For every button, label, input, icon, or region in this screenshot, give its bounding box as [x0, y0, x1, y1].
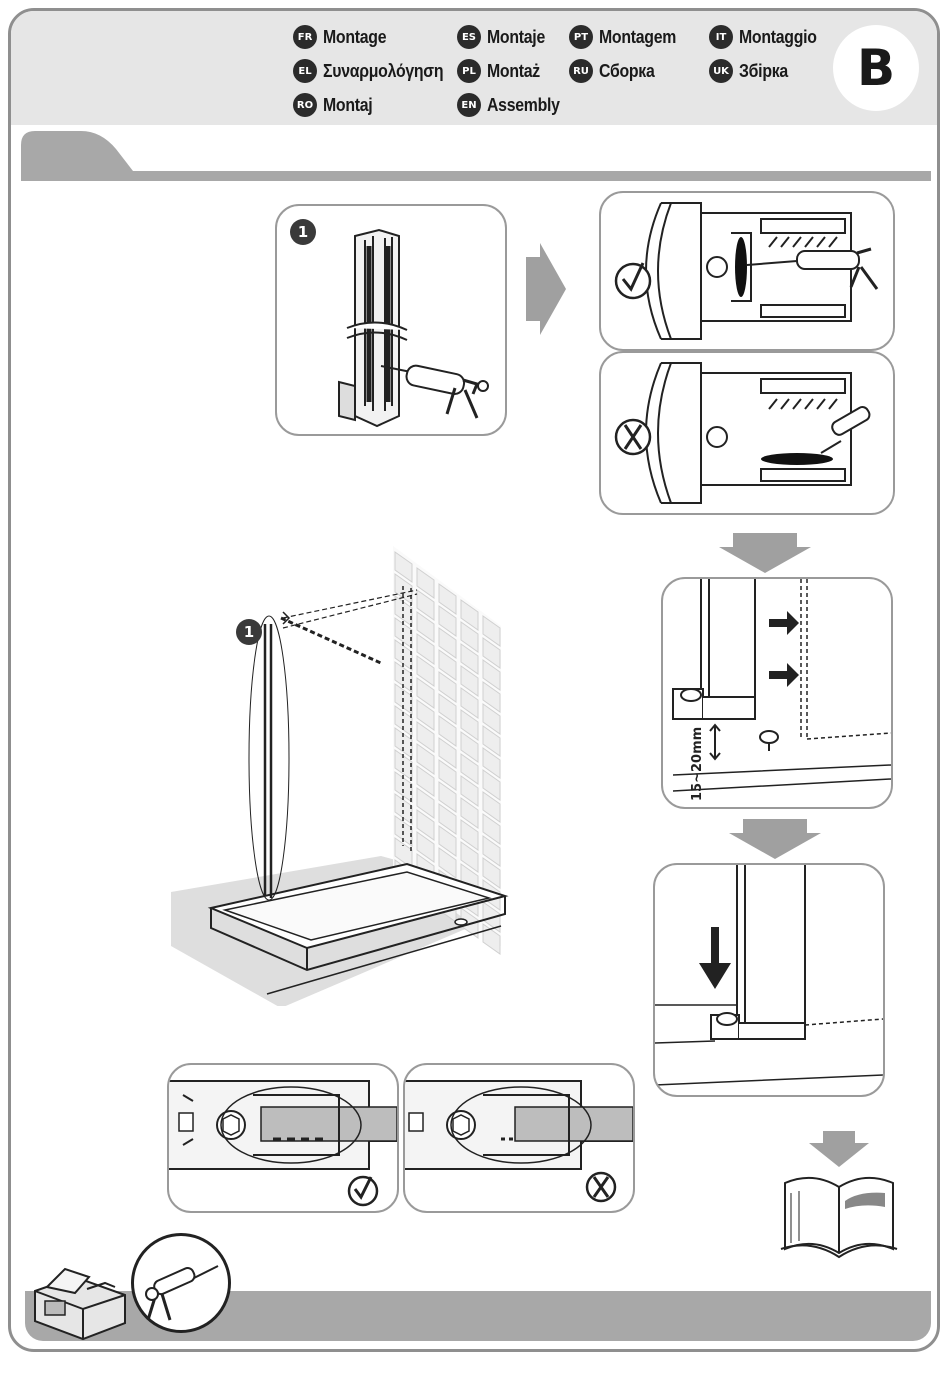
section-tab [21, 131, 931, 191]
section-letter-badge: B [833, 25, 919, 111]
lang-code-badge: PL [457, 59, 481, 83]
wrong-section-panel [599, 351, 895, 515]
lang-label: Montaje [487, 27, 545, 48]
lang-label: Συναρμολόγηση [323, 61, 443, 82]
lang-ro: RO Montaj [293, 92, 379, 118]
lang-pt: PT Montagem [569, 24, 687, 50]
wrong-bottom-panel [403, 1063, 635, 1213]
step1-panel: 1 [275, 204, 507, 436]
lang-code-badge: IT [709, 25, 733, 49]
arrow-down-icon [729, 819, 821, 859]
lang-uk: UK Збірка [709, 58, 795, 84]
wrong-bottom-diagram [405, 1065, 633, 1211]
lang-pl: PL Montaż [457, 58, 547, 84]
toolbox-icon [27, 1257, 133, 1341]
step-number: 1 [298, 223, 308, 241]
lang-code-badge: ES [457, 25, 481, 49]
lang-code-badge: EN [457, 93, 481, 117]
press-down-diagram [655, 865, 883, 1095]
lang-label: Montaż [487, 61, 540, 82]
lang-es: ES Montaje [457, 24, 553, 50]
header-bar: FR Montage ES Montaje PT Montagem IT Mon… [11, 11, 937, 125]
lang-label: Сборка [599, 61, 655, 82]
correct-section-diagram [601, 193, 893, 349]
lang-en: EN Assembly [457, 92, 570, 118]
lang-el: EL Συναρμολόγηση [293, 58, 460, 84]
page-frame: FR Montage ES Montaje PT Montagem IT Mon… [8, 8, 940, 1352]
check-icon [616, 264, 650, 298]
caulking-gun-icon [134, 1236, 228, 1330]
correct-section-panel [599, 191, 895, 351]
shower-overview-illustration: 1 [171, 546, 511, 1006]
arrow-down-icon [719, 533, 811, 573]
lang-fr: FR Montage [293, 24, 395, 50]
lang-label: Assembly [487, 95, 560, 116]
lang-ru: RU Сборка [569, 58, 662, 84]
wrong-section-diagram [601, 353, 893, 513]
correct-bottom-diagram [169, 1065, 397, 1211]
gap-panel: 15~20mm [661, 577, 893, 809]
profile-caulk-illustration: 1 [277, 206, 505, 434]
lang-label: Montaj [323, 95, 372, 116]
gap-diagram: 15~20mm [663, 579, 891, 807]
lang-label: Montagem [599, 27, 676, 48]
lang-code-badge: RU [569, 59, 593, 83]
gap-dimension-label: 15~20mm [690, 727, 705, 801]
lang-code-badge: EL [293, 59, 317, 83]
caulking-gun-tool-badge [131, 1233, 231, 1333]
down-arrow-icon [699, 927, 731, 989]
lang-label: Montaggio [739, 27, 817, 48]
overview-number: 1 [244, 623, 254, 641]
lang-code-badge: RO [293, 93, 317, 117]
lang-label: Montage [323, 27, 386, 48]
correct-bottom-panel [167, 1063, 399, 1213]
lang-code-badge: PT [569, 25, 593, 49]
lang-label: Збірка [739, 61, 788, 82]
lang-code-badge: UK [709, 59, 733, 83]
manual-book-icon [779, 1131, 899, 1261]
press-down-panel [653, 863, 885, 1097]
arrow-right-icon [526, 243, 566, 335]
lang-code-badge: FR [293, 25, 317, 49]
lang-it: IT Montaggio [709, 24, 827, 50]
